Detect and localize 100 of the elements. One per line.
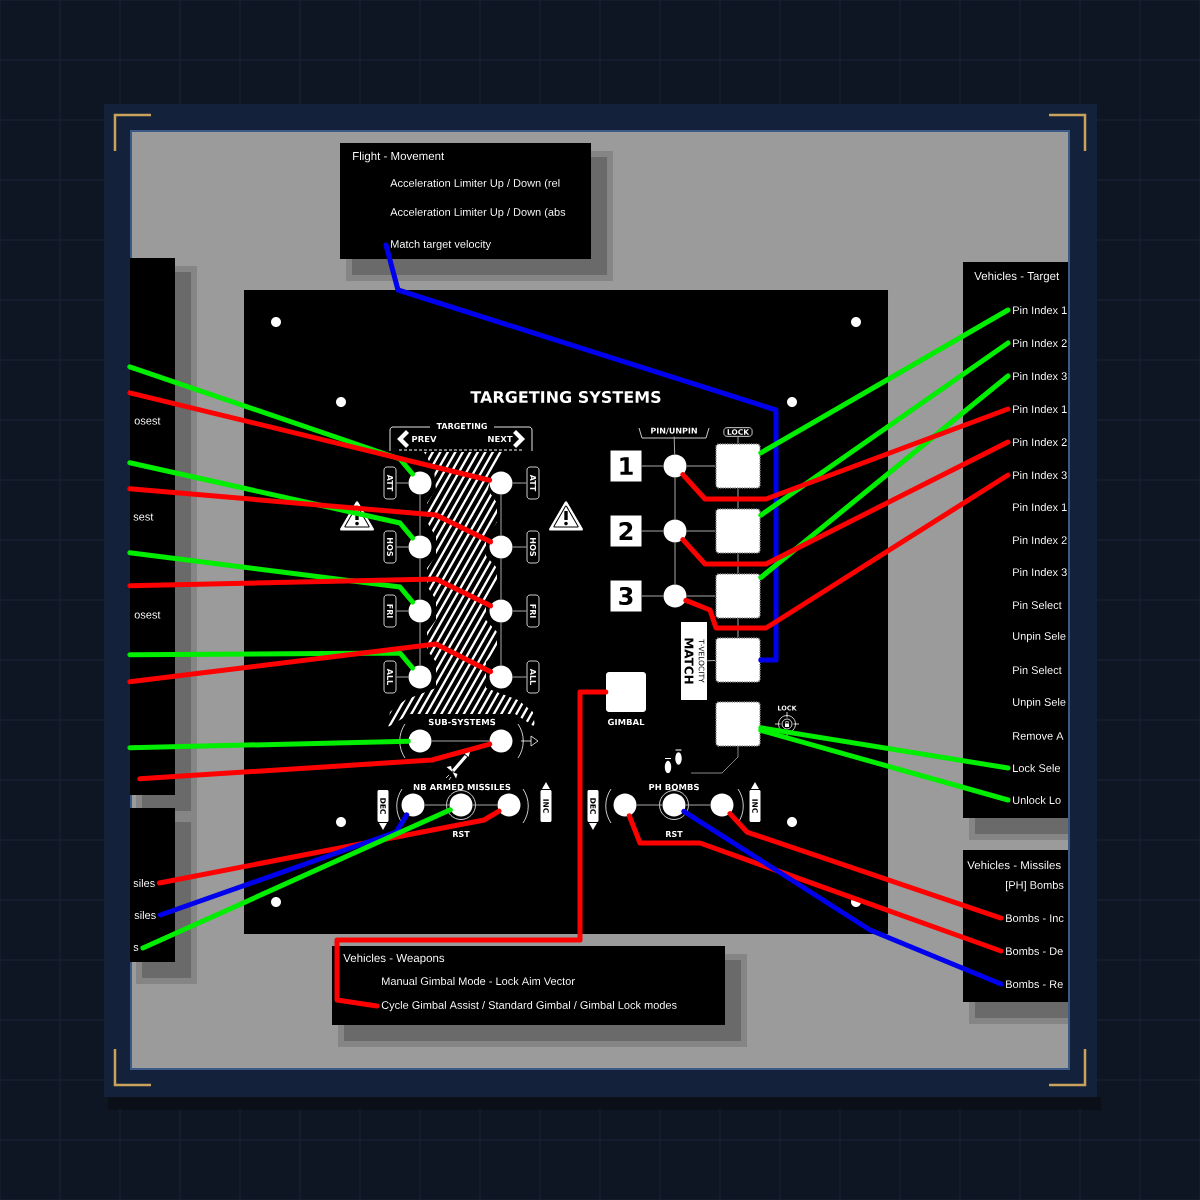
circuit-line (424, 804, 450, 806)
connector-line (127, 460, 415, 541)
list-item: Bombs - Inc (1006, 914, 1064, 923)
round-button (489, 535, 513, 559)
circuit-line (512, 482, 528, 484)
list-item: Acceleration Limiter Up / Down (rel (390, 178, 560, 190)
list-item: osest (134, 611, 161, 619)
list-item: Match target velocity (391, 239, 492, 251)
round-button (489, 729, 513, 753)
connector-line (127, 364, 415, 477)
circuit-line (500, 558, 502, 600)
connector-line (334, 689, 609, 1009)
circuit-line (512, 676, 528, 678)
round-button (401, 793, 425, 817)
list-item: Unlock Lo (1013, 796, 1061, 805)
vertical-tag: FRI (526, 594, 540, 628)
list-item: Pin Index 3 (1013, 470, 1067, 480)
list-panel (963, 262, 1068, 818)
list-item: Pin Select (1013, 600, 1062, 610)
square-button (606, 672, 646, 712)
circuit-line (500, 622, 502, 666)
round-button (408, 535, 432, 559)
square-button (715, 637, 761, 683)
round-button (489, 471, 513, 495)
circuit-line (737, 618, 739, 638)
vertical-tag: HOS (383, 530, 397, 564)
circuit-line (686, 595, 716, 597)
square-button (715, 573, 761, 619)
list-panel (963, 850, 1068, 1002)
connector-line (127, 390, 493, 483)
circuit-line (395, 546, 409, 548)
circuit-line (641, 465, 664, 467)
list-item: Pin Index 2 (1013, 437, 1067, 447)
list-item: Pin Index 1 (1013, 502, 1067, 512)
connector-line (626, 813, 1004, 954)
section-label: NB ARMED MISSILES (413, 783, 511, 791)
list-item: Pin Index 2 (1013, 338, 1067, 348)
connector-line (383, 242, 779, 663)
circuit-line (419, 494, 421, 536)
list-item: Pin Select (1013, 665, 1062, 675)
connector-line (127, 650, 415, 671)
panel-title: Vehicles - Weapons (343, 953, 445, 965)
connector-line (157, 812, 410, 918)
circuit-line (641, 595, 664, 597)
connector-line (127, 738, 411, 751)
connector-line (127, 576, 493, 609)
connector-line (758, 340, 1011, 518)
button-caption: RST (666, 831, 683, 838)
circuit-line (472, 804, 498, 806)
vertical-tag: HOS (526, 530, 540, 564)
circuit-line (512, 610, 528, 612)
round-button (408, 471, 432, 495)
round-button (446, 790, 476, 820)
connector-line (758, 725, 1011, 771)
list-panel (332, 946, 725, 1025)
list-item: Remove A (1013, 732, 1064, 740)
round-button (663, 454, 687, 478)
circuit-line (737, 436, 739, 444)
connector-line (140, 807, 453, 951)
square-button (715, 443, 761, 489)
vertical-tag: ATT (526, 466, 540, 500)
list-item: Bombs - De (1006, 947, 1063, 956)
connector-line (680, 406, 1011, 502)
list-item: Manual Gimbal Mode - Lock Aim Vector (382, 977, 575, 986)
vertical-tag: FRI (383, 594, 397, 628)
circuit-line (419, 622, 421, 666)
list-item: Pin Index 1 (1013, 404, 1067, 414)
circuit-line (674, 542, 676, 585)
circuit-line (419, 558, 421, 600)
round-button (497, 793, 521, 817)
circuit-line (686, 530, 716, 532)
round-button (663, 584, 687, 608)
panel-title: Vehicles - Missiles (967, 860, 1061, 870)
list-item: Cycle Gimbal Assist / Standard Gimbal / Gimbal Lock modes (381, 1000, 677, 1012)
list-item: sest (133, 513, 154, 521)
round-button (663, 519, 687, 543)
connector-line (683, 472, 1011, 631)
selector-label: NEXT (488, 435, 513, 443)
list-item: siles (134, 911, 156, 920)
list-item: Pin Index 3 (1013, 567, 1067, 577)
circuit-line (636, 804, 663, 806)
square-button (715, 508, 761, 554)
connector-line (127, 486, 493, 545)
circuit-line (737, 488, 739, 509)
selector-label: PREV (412, 435, 437, 443)
connector-line (758, 307, 1011, 456)
circuit-line (395, 676, 409, 678)
round-button (408, 665, 432, 689)
list-item: osest (134, 417, 161, 425)
vertical-tag: ALL (383, 660, 397, 694)
connector-line (680, 439, 1011, 567)
connector-line (681, 808, 1004, 987)
connector-line (758, 373, 1011, 580)
list-panel (130, 808, 175, 962)
list-panel (130, 258, 175, 795)
connector-line (127, 550, 415, 605)
round-button (489, 599, 513, 623)
list-item: Pin Index 2 (1013, 535, 1067, 545)
round-button (659, 790, 689, 820)
circuit-line (512, 546, 528, 548)
